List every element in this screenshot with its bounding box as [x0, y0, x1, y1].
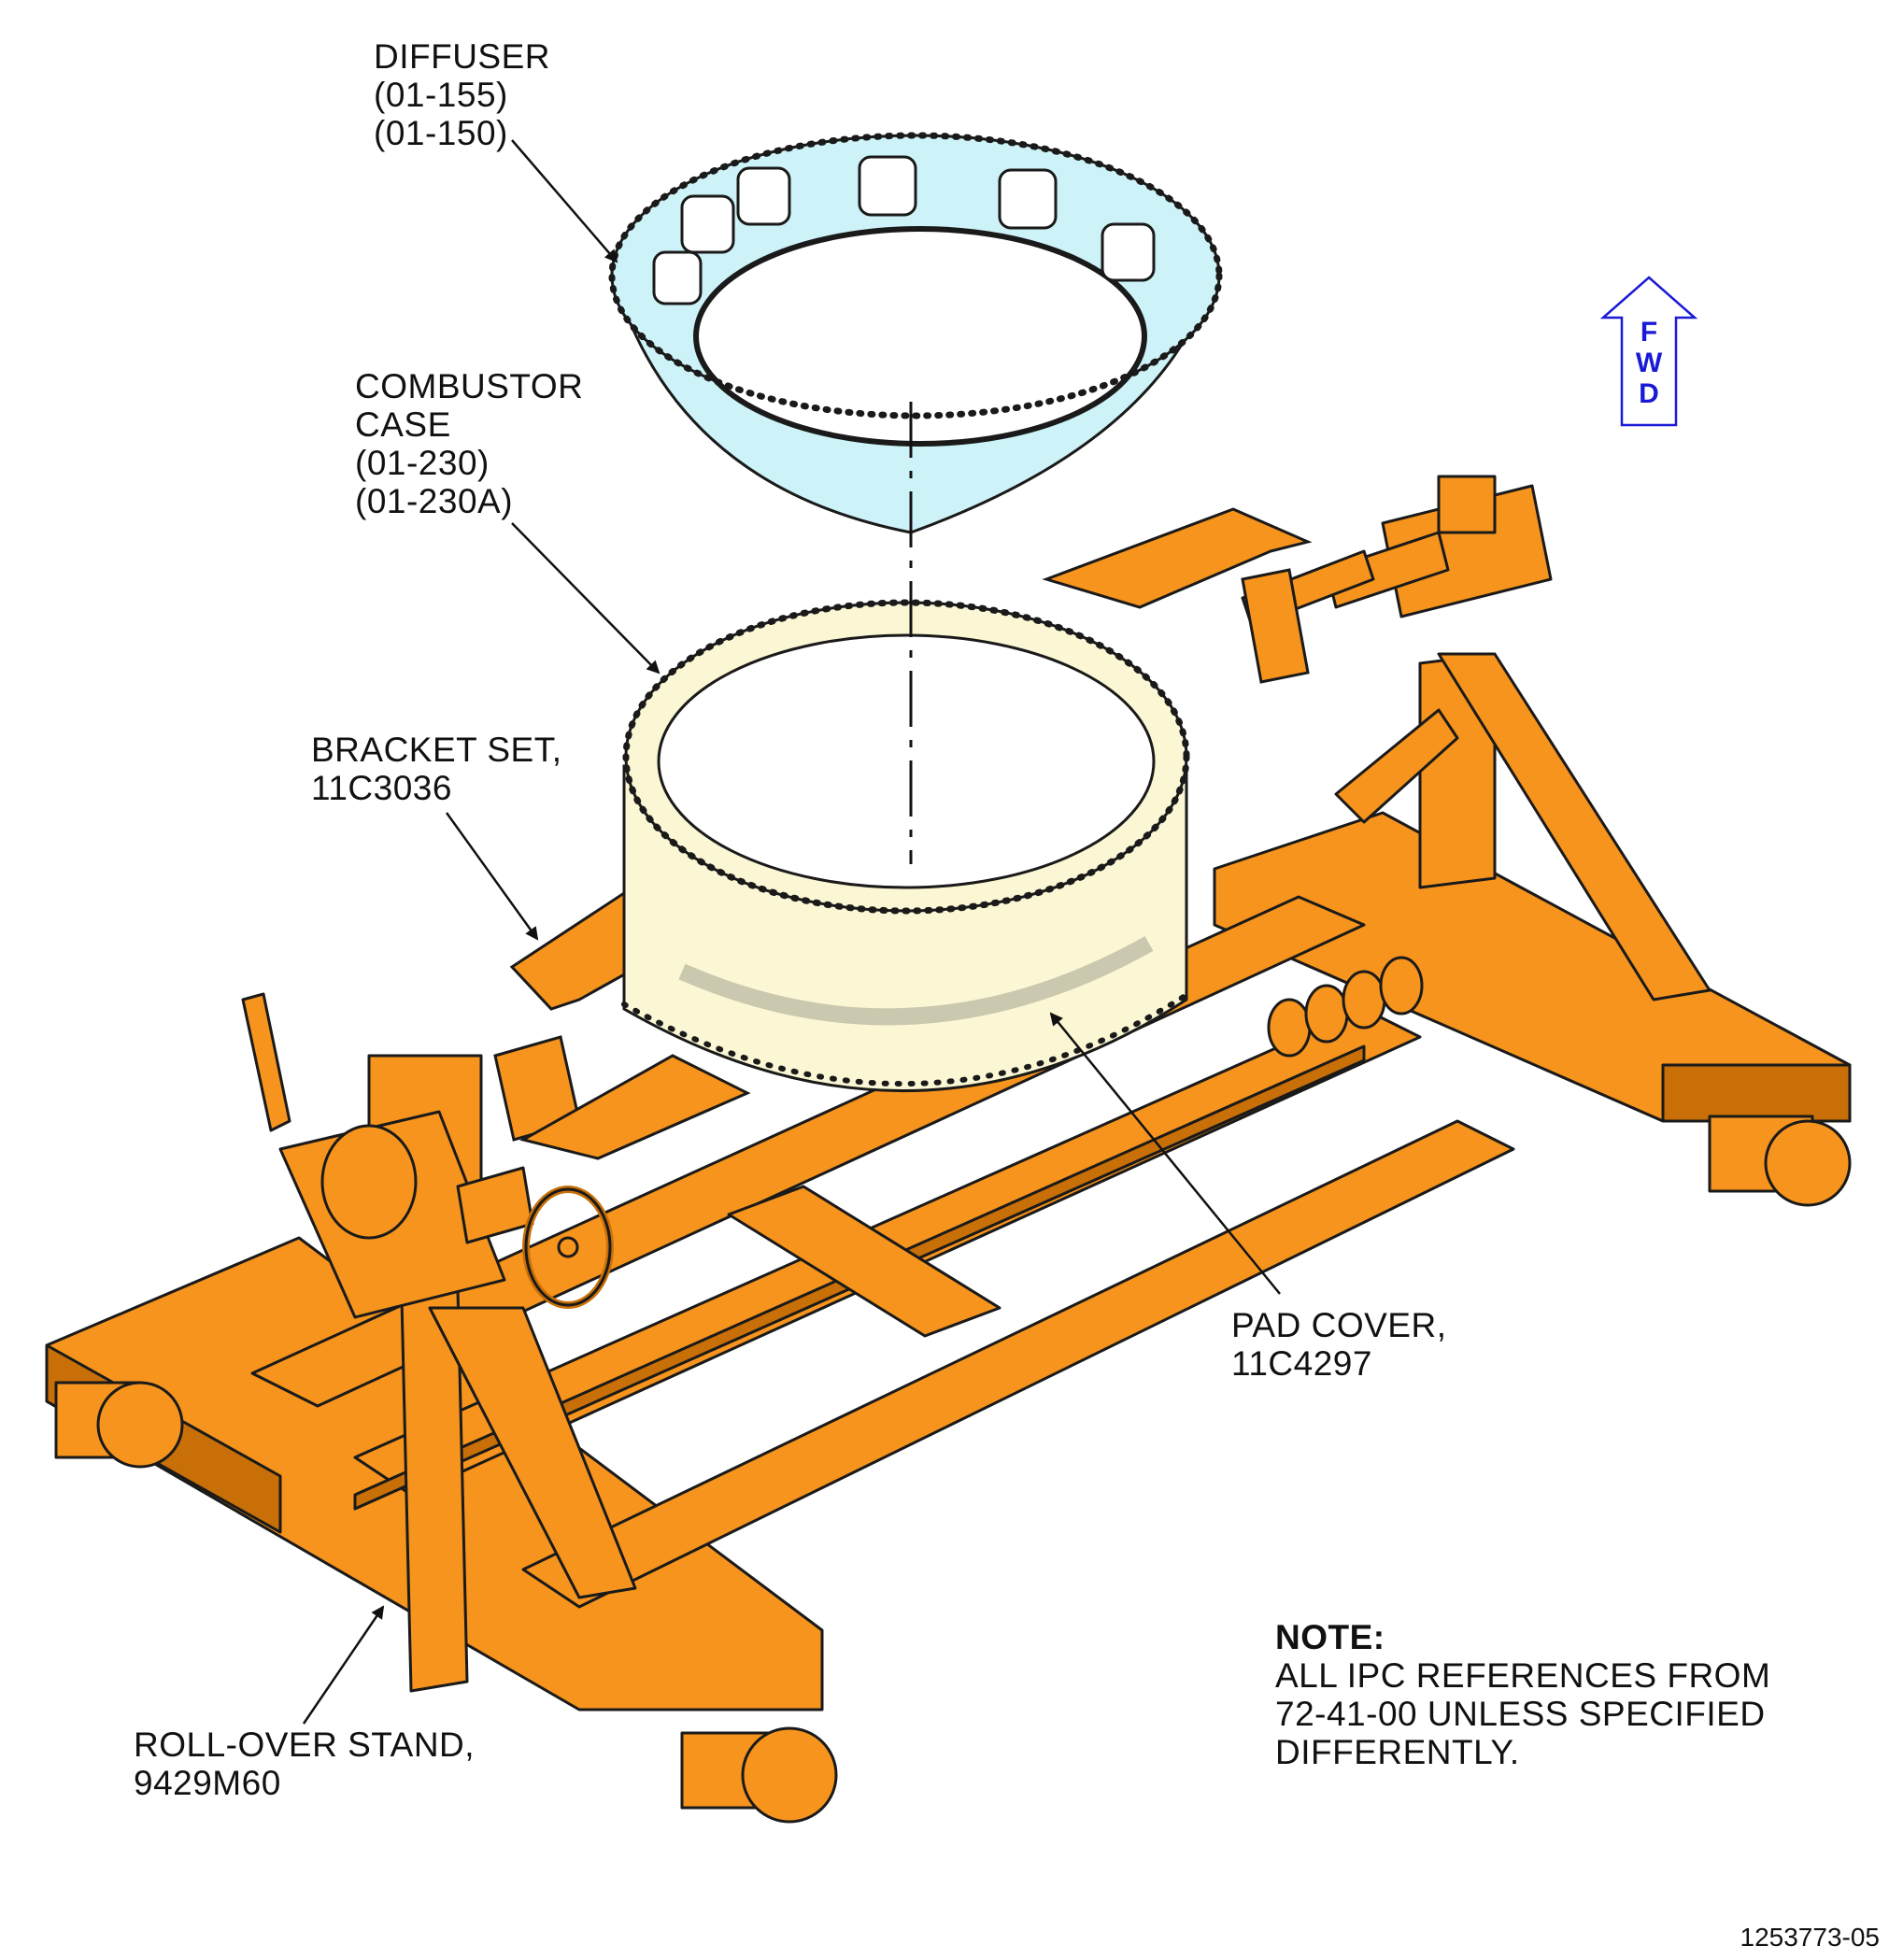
stand-rail-3 — [521, 1119, 1515, 1609]
stand-spring — [1267, 956, 1424, 1058]
fwd-arrow-shape — [1599, 276, 1698, 427]
fwd-letter-d: D — [1639, 378, 1659, 409]
fwd-arrow: F W D — [1599, 276, 1698, 427]
note-line-3: DIFFERENTLY. — [1275, 1733, 1520, 1771]
combustor-case-ref-1: (01-230) — [355, 444, 490, 482]
diffuser-ref-1: (01-155) — [374, 76, 508, 114]
leader-lines — [302, 139, 1281, 1725]
diffuser-drawing — [608, 132, 1223, 534]
diffuser-ref-2: (01-150) — [374, 114, 508, 152]
combustor-case-name-1: COMBUSTOR — [355, 367, 584, 405]
bracket-set-part: 11C3036 — [311, 769, 452, 807]
note-line-1: ALL IPC REFERENCES FROM — [1275, 1656, 1771, 1695]
roll-over-stand-part: 9429M60 — [134, 1764, 281, 1802]
bracket-set-callout: BRACKET SET, 11C3036 — [311, 731, 562, 807]
stand-crank-lever — [241, 992, 291, 1132]
fwd-letter-f: F — [1640, 317, 1657, 348]
roll-over-stand-drawing — [45, 475, 1852, 1824]
roll-over-stand-callout: ROLL-OVER STAND, 9429M60 — [134, 1726, 475, 1802]
fwd-letter-w: W — [1636, 348, 1663, 378]
stand-casters — [54, 1115, 1852, 1824]
diffuser-name: DIFFUSER — [374, 37, 550, 76]
drawing-number: 1253773-05 — [1740, 1923, 1880, 1952]
combustor-case-ref-2: (01-230A) — [355, 482, 514, 520]
diffuser-callout: DIFFUSER (01-155) (01-150) — [374, 37, 550, 152]
note-line-2: 72-41-00 UNLESS SPECIFIED — [1275, 1695, 1766, 1733]
roll-over-stand-name: ROLL-OVER STAND, — [134, 1726, 476, 1764]
combustor-case-name-2: CASE — [355, 405, 451, 444]
pad-cover-name: PAD COVER, — [1231, 1306, 1447, 1344]
combustor-case-drawing — [621, 599, 1190, 1092]
pad-cover-part: 11C4297 — [1231, 1344, 1372, 1383]
pad-cover-callout: PAD COVER, 11C4297 — [1231, 1306, 1446, 1383]
combustor-case-callout: COMBUSTOR CASE (01-230) (01-230A) — [355, 367, 583, 520]
note-block: NOTE: ALL IPC REFERENCES FROM 72-41-00 U… — [1275, 1618, 1770, 1771]
note-heading: NOTE: — [1275, 1618, 1385, 1656]
stand-cross-plate — [727, 1185, 1001, 1338]
bracket-set-name: BRACKET SET, — [311, 731, 562, 769]
diffuser-vanes — [652, 155, 1156, 305]
